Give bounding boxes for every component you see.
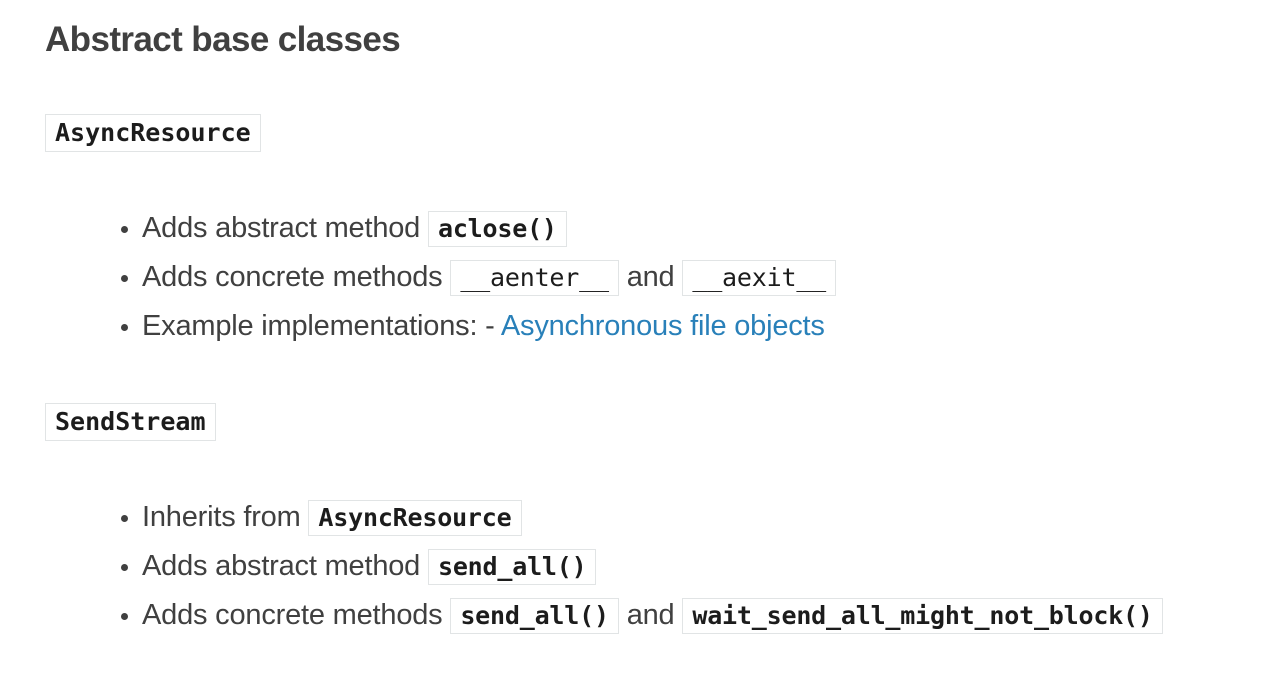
inline-code: AsyncResource <box>308 500 522 536</box>
sections-container: AsyncResourceAdds abstract method aclose… <box>45 62 1230 640</box>
class-section: SendStreamInherits from AsyncResource Ad… <box>45 351 1230 640</box>
list-item: Inherits from AsyncResource <box>142 493 1230 542</box>
feature-list: Adds abstract method aclose() Adds concr… <box>45 204 1230 351</box>
documentation-page: Abstract base classes AsyncResourceAdds … <box>0 18 1270 640</box>
inline-code: send_all() <box>427 549 597 585</box>
list-item: Adds abstract method aclose() <box>142 204 1230 253</box>
list-item-text: Adds concrete methods <box>142 261 451 293</box>
list-item-text: and <box>626 261 683 293</box>
list-item-text: Inherits from <box>142 501 309 533</box>
list-item-text: Adds concrete methods <box>142 599 451 631</box>
inline-code: __aenter__ <box>450 260 619 296</box>
list-item: Adds abstract method send_all() <box>142 542 1230 591</box>
list-item: Example implementations: - Asynchronous … <box>142 302 1230 351</box>
class-name-badge: AsyncResource <box>45 114 261 152</box>
inline-code: __aexit__ <box>682 260 837 296</box>
list-item: Adds concrete methods __aenter__ and __a… <box>142 253 1230 302</box>
asynchronous-file-objects-link[interactable]: Asynchronous file objects <box>500 310 825 342</box>
inline-code: aclose() <box>427 211 567 247</box>
list-item-text: Adds abstract method <box>142 212 428 244</box>
inline-code: wait_send_all_might_not_block() <box>682 598 1163 634</box>
class-name-text: SendStream <box>55 407 206 436</box>
class-section: AsyncResourceAdds abstract method aclose… <box>45 62 1230 351</box>
page-title: Abstract base classes <box>45 20 401 59</box>
class-name-badge: SendStream <box>45 403 216 441</box>
feature-list: Inherits from AsyncResource Adds abstrac… <box>45 493 1230 640</box>
list-item-text: Adds abstract method <box>142 550 428 582</box>
class-name-text: AsyncResource <box>55 118 251 147</box>
list-item-text: Example implementations: - <box>142 310 501 342</box>
list-item-text: and <box>626 599 683 631</box>
list-item: Adds concrete methods send_all() and wai… <box>142 591 1230 640</box>
inline-code: send_all() <box>450 598 619 634</box>
